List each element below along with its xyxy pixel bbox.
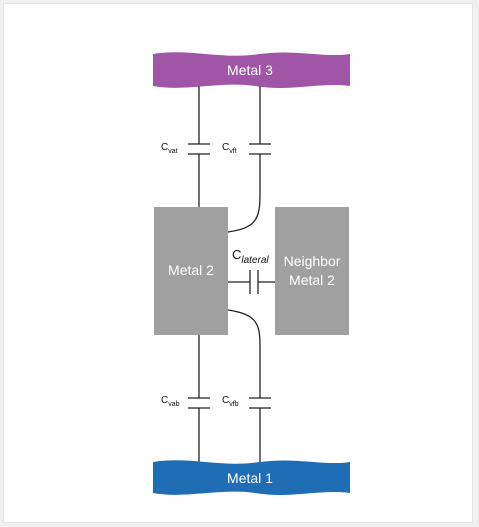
capacitor-vfb <box>249 397 271 409</box>
metal2-block <box>154 207 228 335</box>
capacitor-vat-label: Cvat <box>161 142 178 155</box>
wires-top <box>198 86 261 233</box>
wire-vfb-top <box>227 309 261 398</box>
metal1-label: Metal 1 <box>227 470 273 486</box>
metal3-label: Metal 3 <box>227 62 273 78</box>
metal1-bar <box>153 460 350 495</box>
capacitor-vab-label: Cvab <box>161 395 180 408</box>
capacitor-vft-label: Cvft <box>222 142 237 155</box>
metal2-label: Metal 2 <box>168 262 214 278</box>
wire-vft-bottom <box>227 154 261 233</box>
capacitor-vat <box>188 143 210 155</box>
capacitor-vab <box>188 397 210 409</box>
neighbor-metal2-label-line2: Metal 2 <box>289 272 335 288</box>
capacitor-lateral <box>228 270 275 294</box>
capacitor-lateral-label: Clateral <box>232 247 269 266</box>
metal3-bar <box>153 52 350 88</box>
neighbor-metal2-label-line1: Neighbor <box>284 253 341 269</box>
capacitor-vft <box>249 143 271 155</box>
capacitor-vfb-label: Cvfb <box>222 395 239 408</box>
wires-bottom <box>198 309 261 462</box>
neighbor-metal2-block <box>275 207 349 335</box>
diagram-frame <box>3 3 473 523</box>
